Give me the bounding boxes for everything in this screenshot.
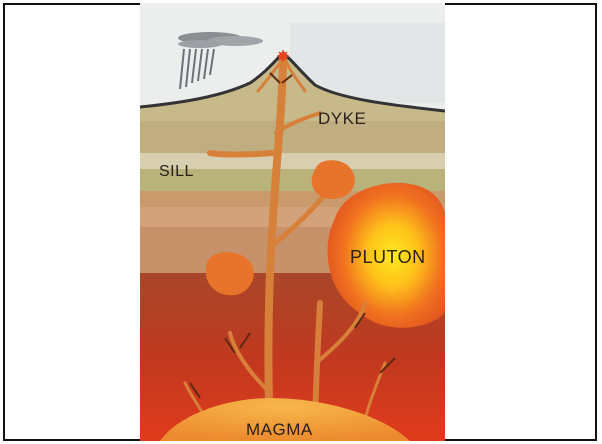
label-dyke: DYKE bbox=[318, 109, 366, 129]
diagram-graphic bbox=[140, 3, 445, 441]
magma-blob-upper bbox=[312, 160, 355, 199]
label-magma-chamber: MAGMA bbox=[246, 420, 313, 440]
volcano-diagram: DYKE SILL PLUTON MAGMA bbox=[140, 3, 445, 441]
label-sill: SILL bbox=[159, 163, 194, 181]
label-pluton: PLUTON bbox=[350, 247, 426, 268]
